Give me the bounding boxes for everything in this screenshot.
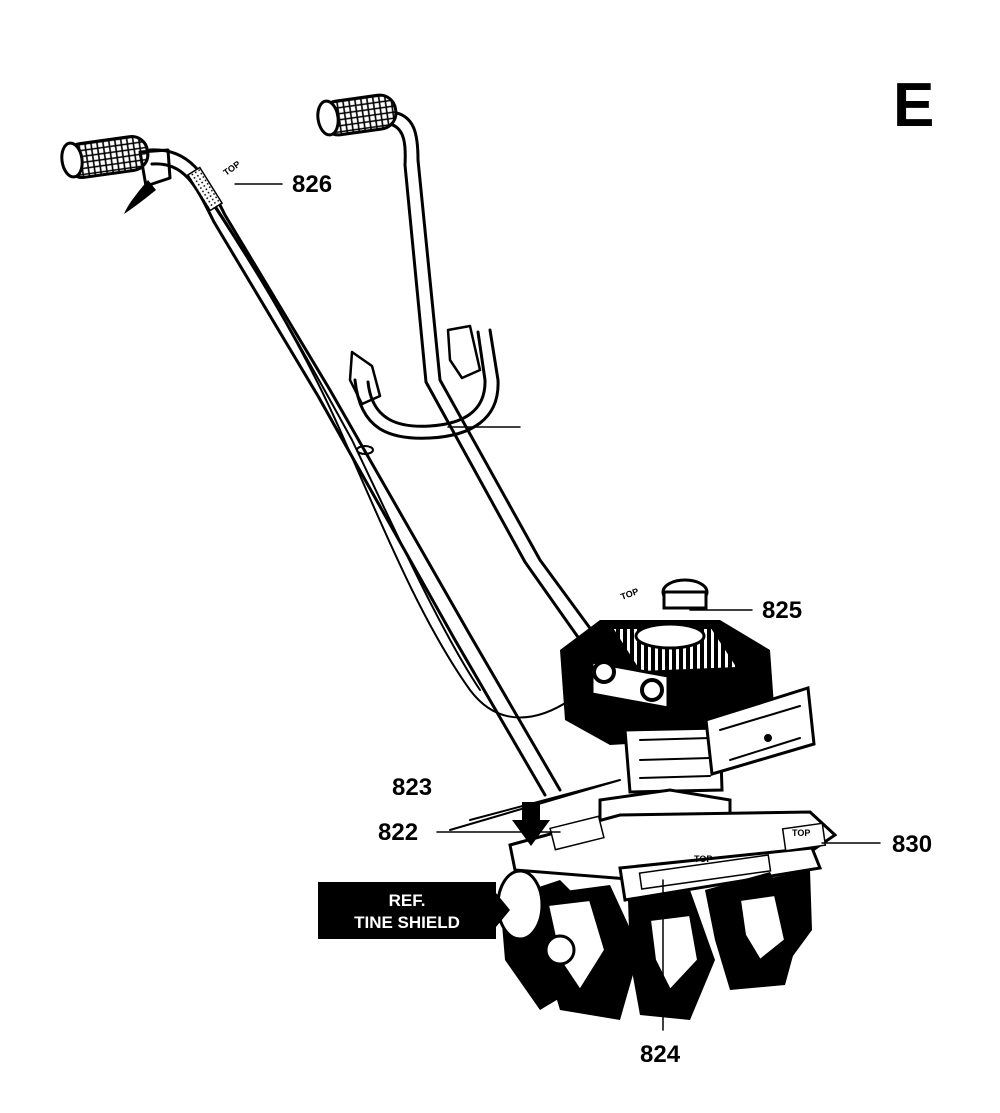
callout-824: 824 [640, 1041, 681, 1068]
ref-tine-shield-box: REF. TINE SHIELD [318, 882, 510, 939]
right-handle-grip [316, 93, 398, 137]
callout-826: 826 [292, 171, 332, 198]
left-handle-grip [60, 135, 150, 179]
leader-lines [234, 183, 881, 1031]
tines [496, 869, 812, 1020]
tine-shield: TOP TOP [508, 810, 838, 902]
callout-822: 822 [378, 819, 418, 846]
engine-decal-top-text: TOP [619, 586, 640, 602]
engine: TOP [560, 578, 816, 854]
callout-823: 823 [392, 774, 432, 801]
callout-825: 825 [762, 597, 802, 624]
handlebar-assembly: TOP [60, 93, 597, 797]
front-decal-top-text: TOP [694, 854, 712, 864]
handle-decal-top-text: TOP [221, 159, 242, 178]
ref-box-line1: REF. [389, 891, 426, 910]
arrow-decal-823 [449, 779, 621, 846]
sheet-letter: E [893, 71, 934, 140]
ref-box-line2: TINE SHIELD [354, 913, 460, 932]
callout-830: 830 [892, 831, 932, 858]
corner-decal-top-text: TOP [792, 828, 810, 838]
throttle-lever [124, 148, 172, 214]
